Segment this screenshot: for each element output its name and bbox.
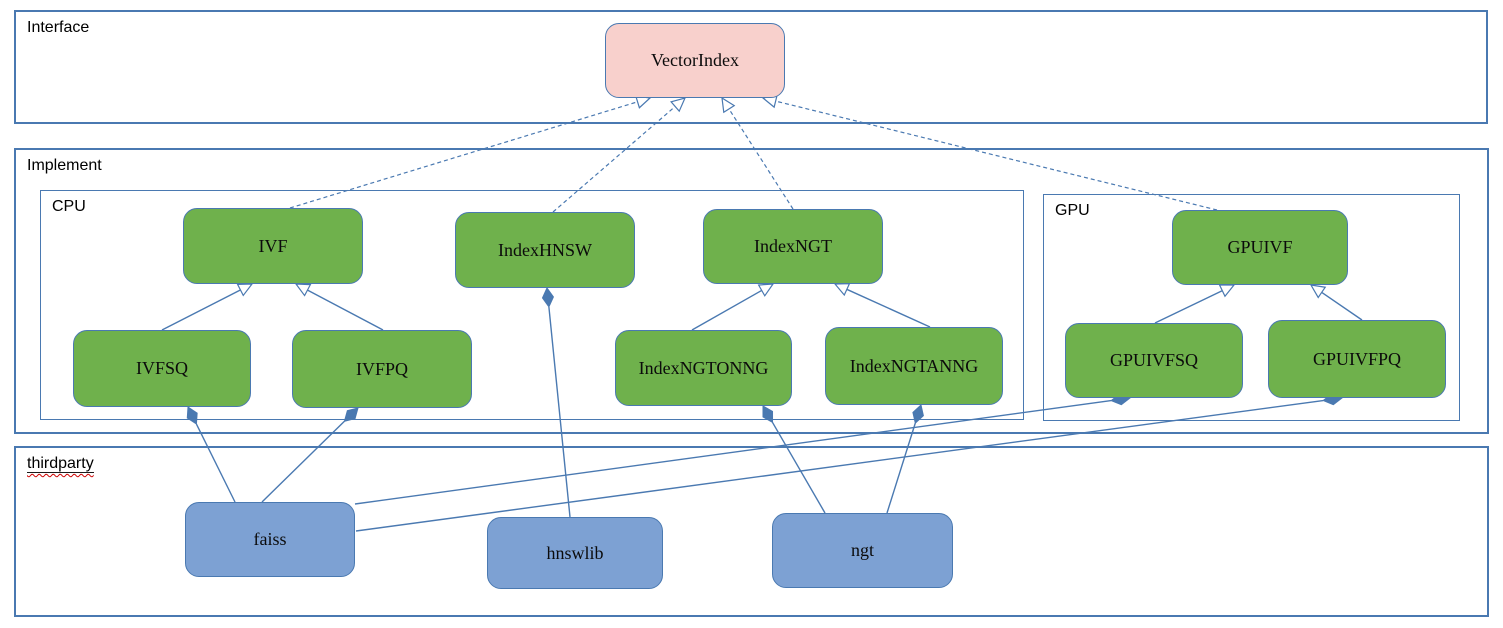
node-ivfsq-label: IVFSQ (135, 358, 188, 378)
node-indexngt[interactable]: IndexNGT (703, 209, 883, 284)
node-indexhnsw-label: IndexHNSW (498, 239, 592, 260)
node-gpuivf-label: GPUIVF (1227, 237, 1293, 257)
node-ngt-label: ngt (850, 540, 874, 560)
node-gpuivfsq-label: GPUIVFSQ (1109, 350, 1199, 370)
node-faiss-label: faiss (253, 529, 287, 549)
node-hnswlib-label: hnswlib (546, 542, 604, 563)
thirdparty-container-label: thirdparty (27, 455, 94, 473)
implement-container-label: Implement (27, 157, 102, 174)
node-ivf[interactable]: IVF (183, 208, 363, 284)
node-ivf-label: IVF (258, 235, 288, 256)
node-gpuivfpq[interactable]: GPUIVFPQ (1268, 320, 1446, 398)
node-vectorindex[interactable]: VectorIndex (605, 23, 785, 98)
node-ngt[interactable]: ngt (772, 513, 953, 588)
node-indexngtonng-label: IndexNGTONNG (638, 357, 769, 378)
gpu-container-label: GPU (1055, 202, 1090, 219)
node-indexngt-label: IndexNGT (754, 236, 832, 256)
node-ivfpq[interactable]: IVFPQ (292, 330, 472, 408)
node-ivfsq[interactable]: IVFSQ (73, 330, 251, 407)
node-indexngtanng[interactable]: IndexNGTANNG (825, 327, 1003, 405)
node-indexngtonng[interactable]: IndexNGTONNG (615, 330, 792, 406)
node-gpuivf[interactable]: GPUIVF (1172, 210, 1348, 285)
node-indexhnsw[interactable]: IndexHNSW (455, 212, 635, 288)
interface-container-label: Interface (27, 19, 90, 36)
node-hnswlib[interactable]: hnswlib (487, 517, 663, 589)
node-vectorindex-label: VectorIndex (651, 50, 739, 70)
node-faiss[interactable]: faiss (185, 502, 355, 577)
node-ivfpq-label: IVFPQ (355, 358, 408, 379)
node-gpuivfsq[interactable]: GPUIVFSQ (1065, 323, 1243, 398)
cpu-container-label: CPU (52, 198, 86, 215)
node-gpuivfpq-label: GPUIVFPQ (1312, 348, 1402, 369)
node-indexngtanng-label: IndexNGTANNG (849, 355, 979, 376)
